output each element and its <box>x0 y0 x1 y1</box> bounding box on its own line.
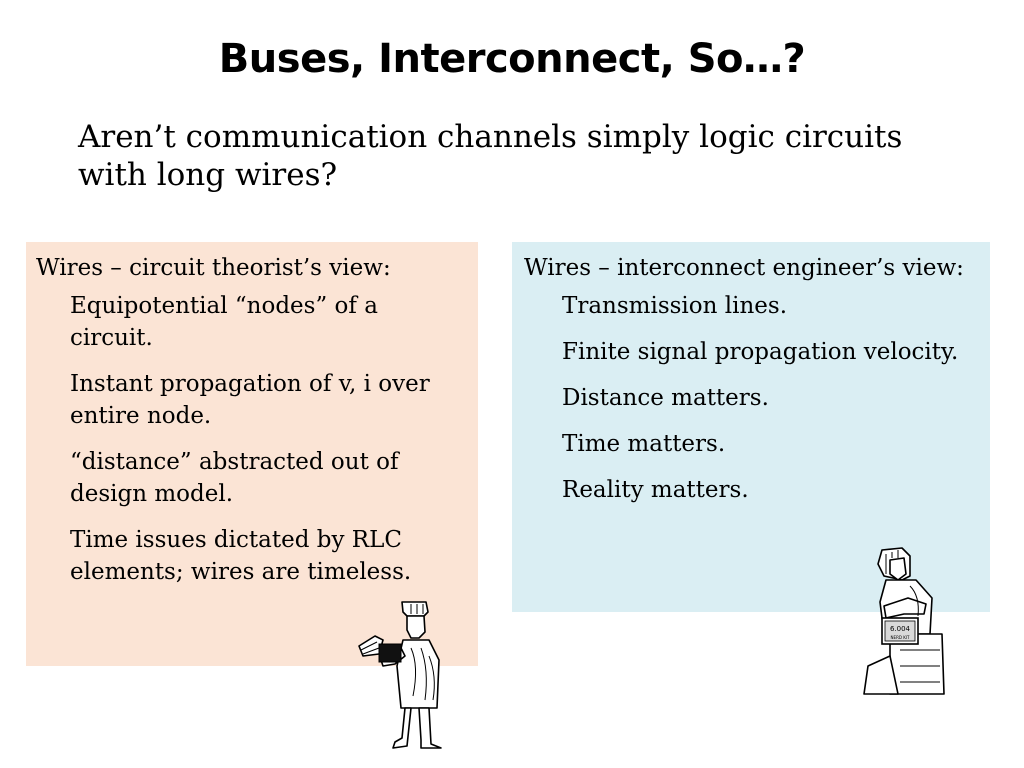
seated-scholar-icon: 6.004 NERD KIT <box>863 547 945 695</box>
pharaoh-scribe-icon <box>358 601 442 749</box>
circuit-theorist-box: Wires – circuit theorist’s view: Equipot… <box>26 242 478 666</box>
slide-title: Buses, Interconnect, So…? <box>218 36 806 82</box>
interconnect-engineer-point: Time matters. <box>562 431 726 457</box>
interconnect-engineer-point: Transmission lines. <box>562 293 788 319</box>
tablet-sublabel: NERD KIT <box>891 635 910 640</box>
circuit-theorist-point: Instant propagation of v, i over entire … <box>70 371 430 429</box>
interconnect-engineer-box: Wires – interconnect engineer’s view: Tr… <box>512 242 990 612</box>
tablet-label: 6.004 <box>890 625 911 633</box>
circuit-theorist-point: Equipotential “nodes” of a circuit. <box>70 293 378 351</box>
interconnect-engineer-point: Reality matters. <box>562 477 749 503</box>
slide-subtitle: Aren’t communication channels simply log… <box>78 119 903 193</box>
interconnect-engineer-heading: Wires – interconnect engineer’s view: <box>524 255 964 281</box>
circuit-theorist-heading: Wires – circuit theorist’s view: <box>36 255 391 281</box>
interconnect-engineer-point: Finite signal propagation velocity. <box>562 339 959 365</box>
circuit-theorist-point: Time issues dictated by RLC elements; wi… <box>70 527 412 585</box>
interconnect-engineer-point: Distance matters. <box>562 385 769 411</box>
circuit-theorist-point: “distance” abstracted out of design mode… <box>70 449 399 507</box>
